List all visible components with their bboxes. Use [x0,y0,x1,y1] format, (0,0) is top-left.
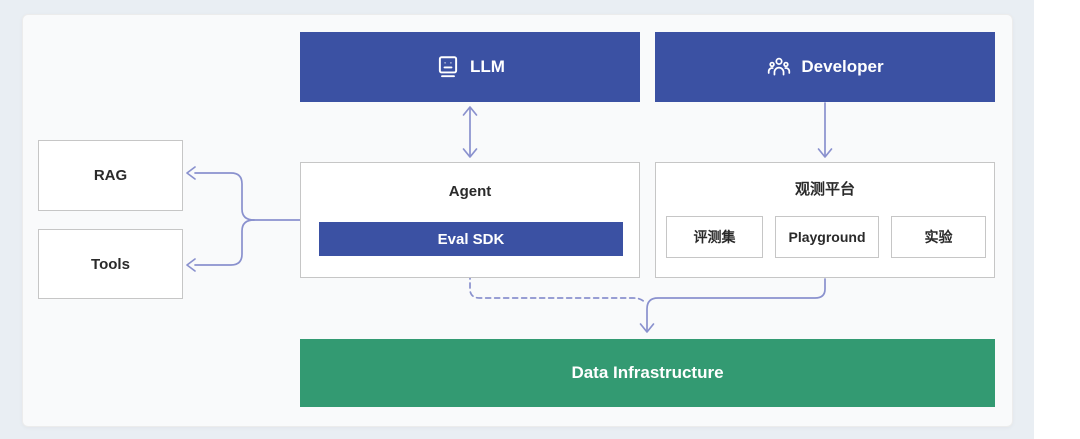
observation-platform-title: 观测平台 [794,180,855,198]
eval-sdk-node: Eval SDK [319,222,623,256]
llm-node: LLM [300,32,640,102]
tools-label: Tools [91,255,130,273]
observation-platform-node: 观测平台 评测集 Playground 实验 [655,162,995,278]
developer-label: Developer [801,57,884,76]
playground-node: Playground [775,216,879,258]
experiment-node: 实验 [891,216,986,258]
data-infrastructure-node: Data Infrastructure [300,339,995,407]
tools-node: Tools [38,229,183,299]
llm-label: LLM [470,57,505,76]
page-right-margin [1034,0,1080,439]
team-icon [766,54,792,80]
evaluation-set-node: 评测集 [666,216,763,258]
platform-children-row: 评测集 Playground 实验 [666,216,986,258]
data-infrastructure-label: Data Infrastructure [571,363,724,382]
agent-node: Agent Eval SDK [300,162,640,278]
rag-label: RAG [93,167,128,184]
agent-title: Agent [448,182,492,200]
developer-node: Developer [655,32,995,102]
rag-node: RAG [38,140,183,211]
eval-sdk-label: Eval SDK [437,230,505,248]
robot-icon [435,54,461,80]
